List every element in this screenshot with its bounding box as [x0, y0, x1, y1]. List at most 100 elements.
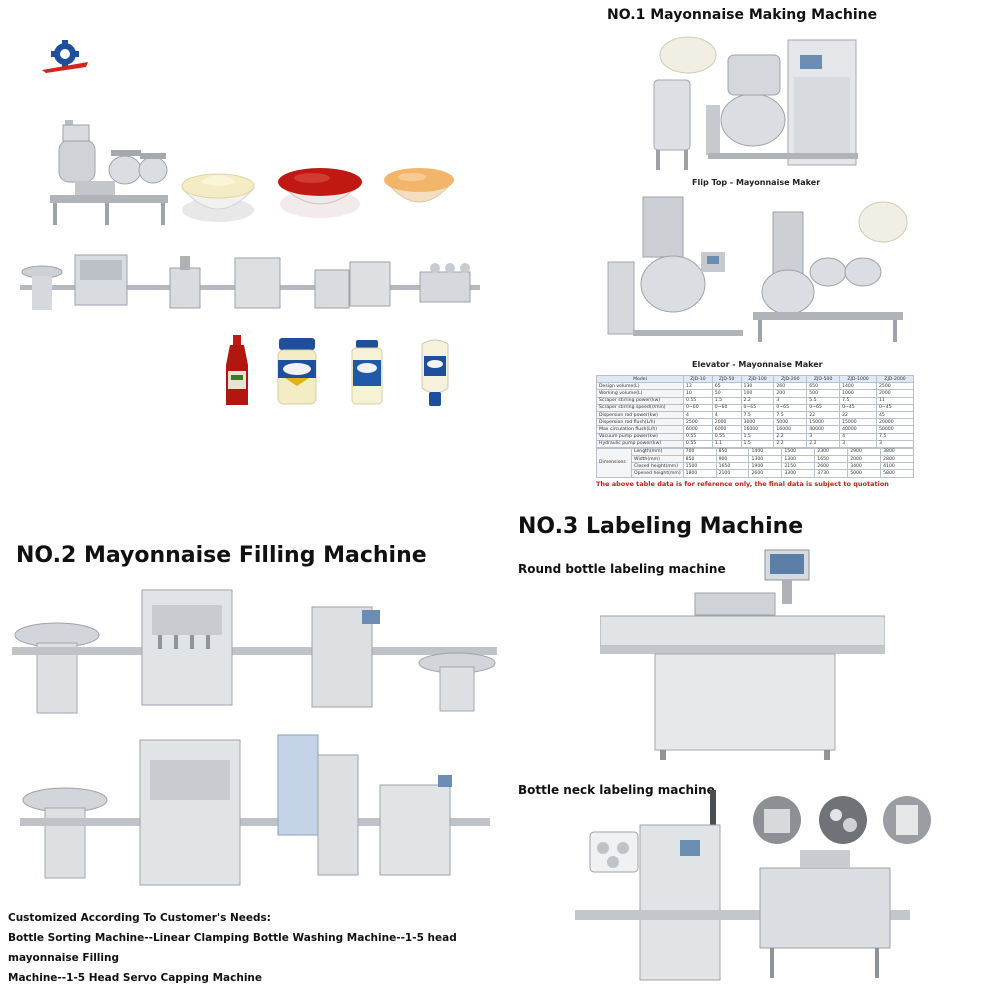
spec-cell: 4100	[880, 462, 914, 471]
spec-header-cell: ZJD-100	[740, 374, 775, 384]
mayonnaise-jar-image	[275, 338, 319, 406]
spec-cell: 1300	[748, 455, 783, 464]
spec-cell: 65	[711, 382, 742, 391]
elevator-mixer-image	[603, 192, 908, 352]
detail-photo-2	[818, 795, 868, 845]
spec-header-cell: ZJD-10	[683, 374, 713, 384]
spec-cell: 1.5	[740, 432, 775, 441]
spec-cell: 45	[876, 410, 914, 420]
spec-cell: Vacuum pump power(kw)	[596, 432, 684, 441]
spec-cell: 0~60	[683, 403, 713, 412]
spec-cell: Opened height(mm)	[631, 469, 684, 478]
filling-line-image-2	[20, 730, 490, 890]
spec-cell: 1500	[781, 447, 816, 457]
spec-cell: 2.2	[773, 439, 808, 448]
spec-cell: 2.2	[773, 432, 808, 441]
spec-cell: 1400	[748, 447, 783, 457]
section2-note-line1: Bottle Sorting Machine--Linear Clamping …	[8, 932, 457, 964]
spec-cell: Closed height(mm)	[631, 462, 684, 471]
spec-cell: 3300	[781, 469, 816, 478]
spec-cell: 650	[806, 382, 841, 391]
spec-cell: 2.2	[740, 396, 775, 405]
spec-cell: 0.55	[683, 432, 713, 441]
spec-cell: 0~45	[876, 403, 914, 412]
spec-cell: 130	[740, 382, 775, 391]
spec-cell: 100	[740, 389, 775, 398]
spec-header-cell: ZJD-500	[806, 374, 841, 384]
spec-cell: 2600	[748, 469, 783, 478]
spec-cell: 1650	[715, 462, 750, 471]
spec-table-header-row: Model ZJD-10 ZJD-50 ZJD-100 ZJD-200 ZJD-…	[596, 374, 914, 384]
spec-cell: 1900	[748, 462, 783, 471]
spec-header-cell: ZJD-50	[711, 374, 742, 384]
mayonnaise-upside-down-bottle-image	[418, 338, 452, 408]
spec-cell: Hydraulic pump power(kw)	[596, 439, 684, 448]
spec-cell: 3	[839, 439, 877, 448]
spec-cell: 40000	[839, 425, 877, 434]
spec-cell: Length(mm)	[631, 447, 684, 457]
mayonnaise-squeeze-bottle-image	[348, 340, 386, 406]
spec-cell: 260	[773, 382, 808, 391]
spec-table: Model ZJD-10 ZJD-50 ZJD-100 ZJD-200 ZJD-…	[596, 374, 914, 448]
spec-cell: Dispersion rod power(kw)	[596, 410, 684, 420]
spec-cell: 2150	[781, 462, 816, 471]
ketchup-bowl-image	[272, 160, 368, 222]
spec-cell: 2600	[814, 462, 849, 471]
spec-cell: 0~65	[773, 403, 808, 412]
spec-cell: 700	[682, 447, 717, 457]
spec-cell: 11	[876, 396, 914, 405]
spec-header-cell: ZJD-2000	[876, 374, 914, 384]
elevator-caption: Elevator - Mayonnaise Maker	[692, 360, 823, 369]
spec-cell: 2900	[847, 447, 882, 457]
spec-cell: Working volume(L)	[596, 389, 684, 398]
spec-cell: 0.55	[711, 432, 742, 441]
production-line-image	[20, 250, 480, 320]
spec-cell: 2000	[876, 389, 914, 398]
spec-cell: 1.5	[740, 439, 775, 448]
spec-cell: 3	[773, 396, 808, 405]
sauce-bowl-image	[382, 158, 457, 220]
spec-cell: 5800	[880, 469, 914, 478]
spec-header-cell: ZJD-1000	[839, 374, 877, 384]
spec-cell: 3800	[880, 447, 914, 457]
spec-cell: 3000	[740, 418, 775, 427]
spec-cell: 50	[711, 389, 742, 398]
spec-cell: Design volume(L)	[596, 382, 684, 391]
spec-cell: Scraper stirring speed(r/min)	[596, 403, 684, 412]
section2-note: Customized According To Customer's Needs…	[8, 908, 498, 988]
spec-cell: 850	[715, 447, 750, 457]
spec-header-cell: ZJD-200	[773, 374, 808, 384]
spec-cell: 3	[876, 439, 914, 448]
spec-cell: 500	[806, 389, 841, 398]
spec-cell: 13	[683, 382, 713, 391]
detail-photo-3	[882, 795, 932, 845]
spec-cell: 850	[682, 455, 717, 464]
filling-line-image-1	[12, 585, 497, 720]
spec-cell: 20000	[876, 418, 914, 427]
spec-cell: 1300	[781, 455, 816, 464]
spec-cell: 2800	[880, 455, 914, 464]
spec-header-cell: Model	[596, 374, 684, 384]
spec-cell: Width(mm)	[631, 455, 684, 464]
round-bottle-labeler-image	[599, 548, 886, 763]
spec-cell: 1650	[814, 455, 849, 464]
spec-cell: 22	[839, 410, 877, 420]
spec-cell: 7.5	[773, 410, 808, 420]
spec-cell: Dispersion rod flush(L/h)	[596, 418, 684, 427]
spec-cell: 22	[806, 410, 841, 420]
spec-cell: 3730	[814, 469, 849, 478]
detail-photo-1	[752, 795, 802, 845]
spec-cell: 4	[839, 432, 877, 441]
spec-cell: 1400	[839, 382, 877, 391]
